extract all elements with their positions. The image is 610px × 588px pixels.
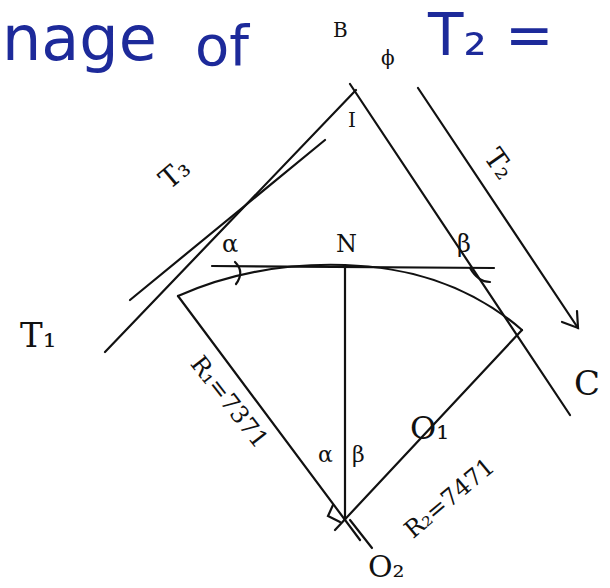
tangent-label: T₂ [479, 144, 519, 185]
angle-label: α [318, 444, 333, 466]
heading-word: nage [2, 8, 157, 70]
point-label: C [574, 366, 600, 400]
centre-label: O₁ [410, 412, 449, 444]
angle-label: α [222, 232, 238, 256]
point-label: T₁ [20, 318, 56, 352]
angle-label: β [352, 444, 365, 466]
point-label: B [333, 20, 348, 40]
heading-word: of [195, 18, 249, 74]
centre-label: O₂ [368, 552, 405, 582]
angle-label: β [457, 232, 471, 256]
tangent-label: T₃ [154, 154, 195, 195]
radius-label: R₂=7471 [400, 454, 499, 542]
point-label: N [336, 232, 357, 256]
angle-label: I [348, 110, 356, 130]
angle-label: ϕ [381, 48, 395, 68]
heading-word: T₂ = [428, 6, 554, 64]
